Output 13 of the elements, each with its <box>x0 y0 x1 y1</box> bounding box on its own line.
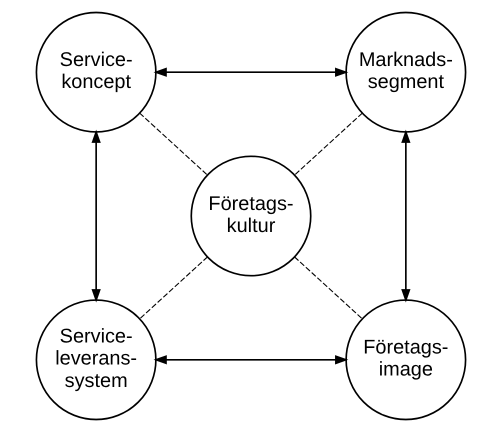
connector <box>139 112 208 176</box>
arrow <box>154 68 348 77</box>
node-circle: Service- leverans- system <box>36 299 157 420</box>
connector <box>140 256 208 320</box>
arrow <box>154 355 348 364</box>
arrow <box>92 130 101 302</box>
node-circle: Marknads- segment <box>345 12 466 133</box>
node-circle: Service- koncept <box>36 12 157 133</box>
arrow <box>401 130 410 302</box>
connector <box>294 112 363 176</box>
node-circle: Företags- kultur <box>190 155 312 277</box>
node-circle: Företags- image <box>345 299 466 420</box>
connector <box>294 256 362 320</box>
